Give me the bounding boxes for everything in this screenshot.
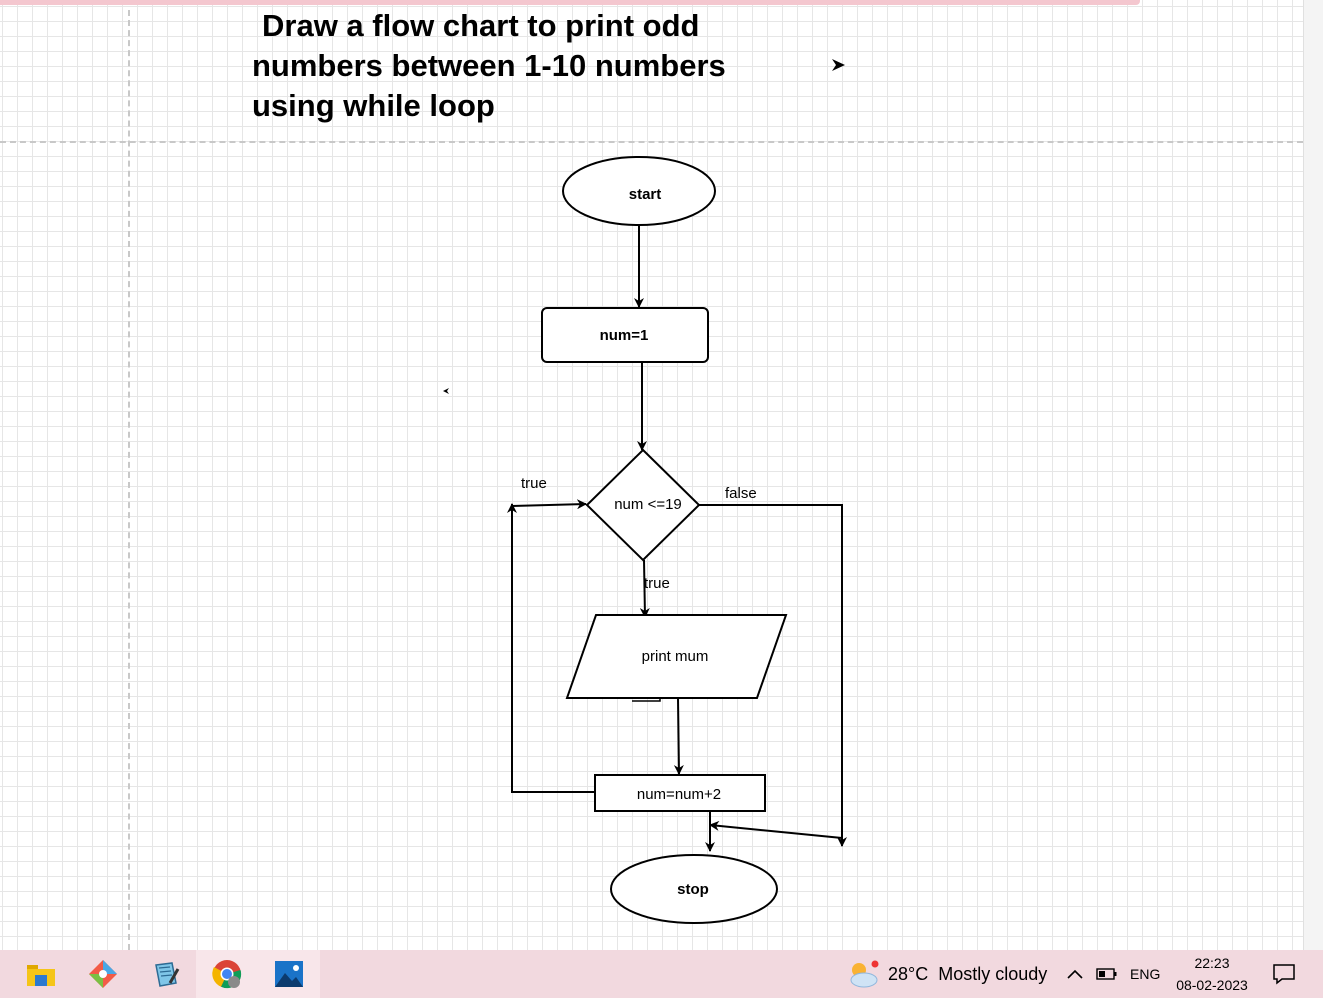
init-process-node[interactable] [541,307,709,363]
clock-time: 22:23 [1194,955,1230,971]
edge-false-to-stop-join[interactable] [709,820,843,839]
notification-icon [1273,964,1295,985]
clock-date: 08-02-2023 [1176,977,1248,993]
edge-condition-false[interactable] [699,504,847,847]
window-top-strip [0,0,1140,5]
taskbar-notepad[interactable] [134,950,196,998]
battery-icon[interactable] [1096,967,1118,981]
system-tray: ENG [1066,950,1160,998]
edge-label-condition-false: false [725,485,757,502]
edge-condition-to-print[interactable] [639,559,650,618]
condition-decision-node[interactable] [585,448,701,562]
diagram-title[interactable]: Draw a flow chart to print odd numbers b… [252,6,812,126]
taskbar-clock[interactable]: 22:23 08-02-2023 [1168,952,1256,996]
weather-temperature: 28°C [888,963,929,984]
photos-icon [275,961,303,987]
edge-print-to-increment[interactable] [673,697,684,775]
git-client-icon [89,960,117,988]
stray-arrowhead-icon [832,59,845,71]
init-node-label: num=1 [600,327,649,344]
notification-center[interactable] [1272,950,1296,998]
start-node[interactable] [562,156,716,226]
edge-loop-back-to-condition[interactable] [511,499,587,510]
page-break-horizontal [0,141,1303,143]
taskbar-git-client[interactable] [72,950,134,998]
taskbar-photos[interactable] [258,950,320,998]
weather-condition: Mostly cloudy [938,963,1048,984]
taskbar-file-explorer[interactable] [10,950,72,998]
chrome-icon [212,960,242,989]
language-indicator[interactable]: ENG [1130,966,1161,982]
title-line-2: numbers between 1-10 numbers [252,48,726,83]
title-line-1: Draw a flow chart to print odd [262,8,700,43]
file-explorer-icon [27,965,55,986]
notepad-icon [155,962,180,987]
weather-widget[interactable]: 28°C Mostly cloudy [846,950,1047,998]
print-io-node[interactable] [565,614,788,699]
print-node-label: print mum [642,648,709,665]
taskbar-chrome[interactable] [196,950,258,998]
edge-label-loop-true: true [521,475,547,492]
chevron-up-icon[interactable] [1066,967,1084,981]
stop-node[interactable] [610,854,778,924]
condition-node-label: num <=19 [614,496,682,513]
page-break-vertical [128,10,130,950]
start-node-label: start [629,186,662,203]
vertical-scrollbar[interactable] [1303,0,1323,950]
edge-loop-back[interactable] [507,503,595,793]
partly-cloudy-icon [850,960,879,988]
edge-label-condition-true: true [644,575,670,592]
flowchart: start num=1 num <=19 print mum num=num+2… [443,59,847,924]
increment-process-node[interactable] [594,774,766,812]
stray-small-arrowhead-icon [443,388,449,394]
stop-node-label: stop [677,881,709,898]
title-line-3: using while loop [252,88,495,123]
increment-node-label: num=num+2 [637,786,721,803]
